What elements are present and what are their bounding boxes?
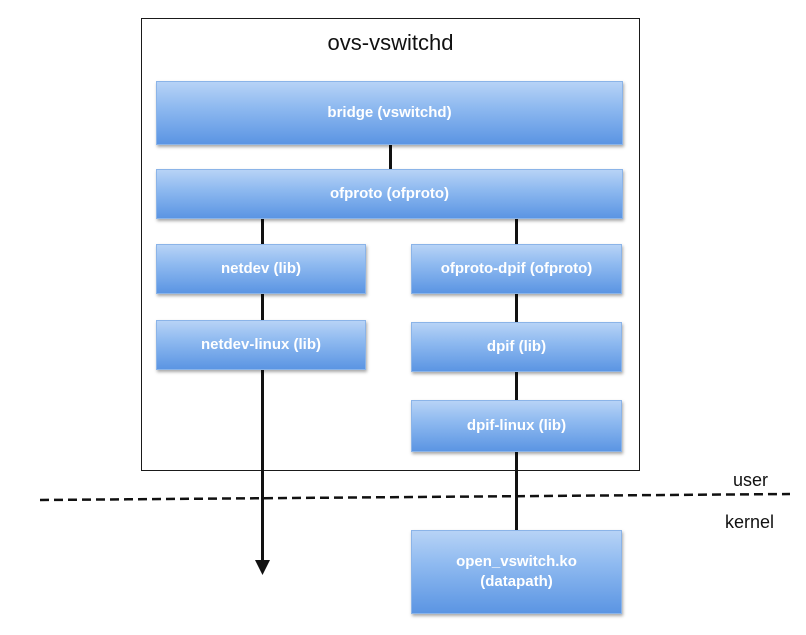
user-kernel-boundary — [39, 492, 791, 502]
connector-ofproto-netdev — [261, 219, 264, 244]
user-label: user — [733, 470, 769, 490]
datapath-box-label-line1: open_vswitch.ko — [456, 553, 577, 570]
netdev-linux-box: netdev-linux (lib) — [156, 320, 366, 370]
dpif-linux-box-label: dpif-linux (lib) — [466, 417, 567, 434]
netdev-box-label: netdev (lib) — [220, 260, 301, 277]
ofproto-dpif-box-label: ofproto-dpif (ofproto) — [440, 260, 593, 277]
datapath-box: open_vswitch.ko (datapath) — [411, 530, 622, 614]
ofproto-dpif-box: ofproto-dpif (ofproto) — [411, 244, 622, 294]
kernel-label: kernel — [725, 512, 775, 532]
ofproto-box-label: ofproto (ofproto) — [329, 185, 450, 202]
connector-netdev-netdev-linux — [261, 294, 264, 320]
dpif-linux-box: dpif-linux (lib) — [411, 400, 622, 452]
datapath-box-label-line2: (datapath) — [480, 573, 553, 590]
ofproto-box: ofproto (ofproto) — [156, 169, 623, 219]
connector-ofproto-ofproto-dpif — [515, 219, 518, 244]
bridge-box-label: bridge (vswitchd) — [327, 104, 452, 121]
dpif-box-label: dpif (lib) — [486, 338, 547, 355]
bridge-box: bridge (vswitchd) — [156, 81, 623, 145]
connector-ofproto-dpif-dpif — [515, 294, 518, 322]
netdev-linux-arrowhead-icon — [255, 560, 270, 575]
connector-bridge-ofproto — [389, 145, 392, 169]
dpif-box: dpif (lib) — [411, 322, 622, 372]
netdev-linux-box-label: netdev-linux (lib) — [201, 336, 321, 353]
netdev-box: netdev (lib) — [156, 244, 366, 294]
connector-dpif-linux-datapath — [515, 452, 518, 530]
connector-dpif-dpif-linux — [515, 372, 518, 400]
container-title: ovs-vswitchd — [327, 30, 454, 55]
